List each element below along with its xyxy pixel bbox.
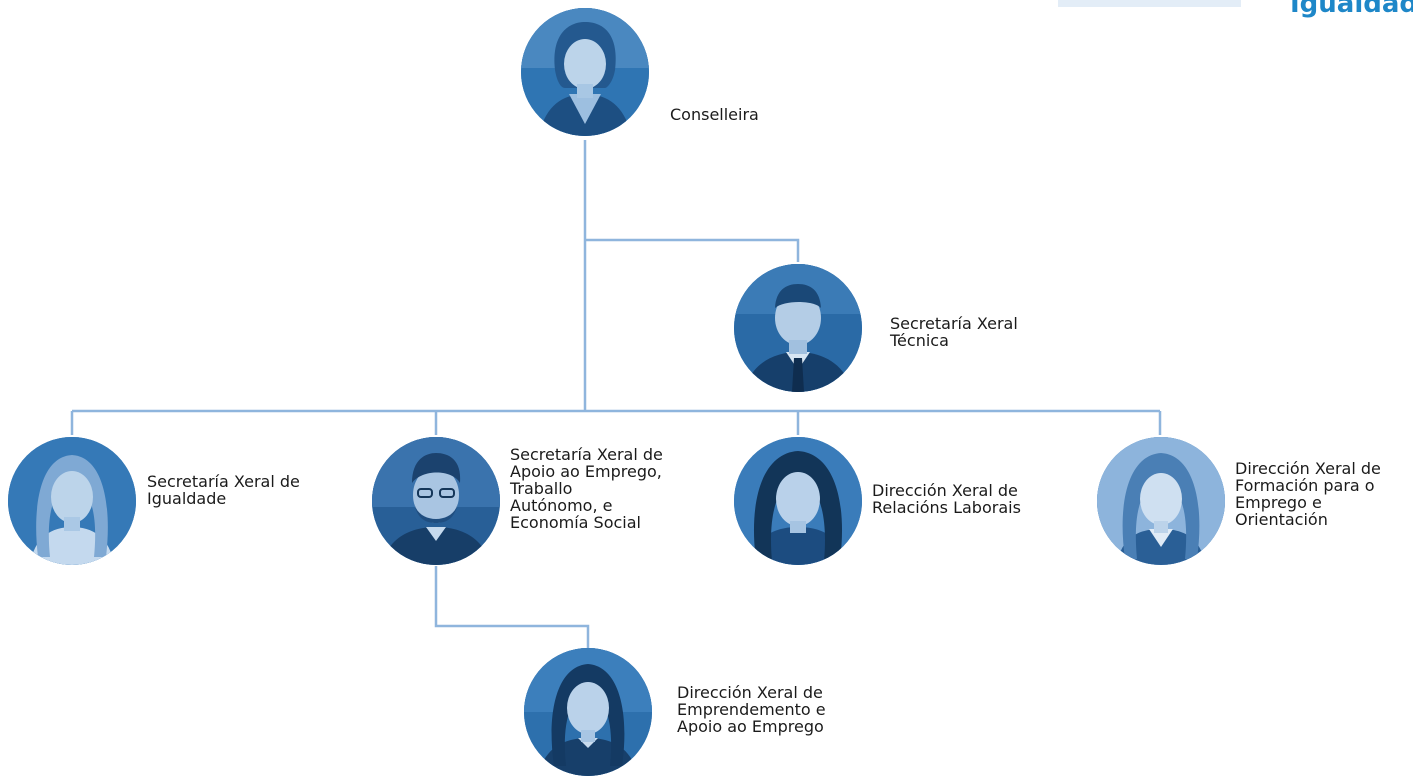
igualdade-photo [8,437,136,565]
formacion-photo [1097,437,1225,565]
conselleira-photo [521,8,649,136]
secretaria-tecnica-label: Secretaría Xeral Técnica [890,314,1018,350]
formacion-label: Dirección Xeral de Formación para o Empr… [1235,459,1381,529]
relacions-laborais-photo [734,437,862,565]
apoio-emprego-label: Secretaría Xeral de Apoio ao Emprego, Tr… [510,445,663,532]
header-cropped-title: Igualdade [1290,0,1413,19]
secretaria-tecnica-photo [734,264,862,392]
conselleira-label: Conselleira [670,105,759,124]
igualdade-label: Secretaría Xeral de Igualdade [147,472,300,508]
emprendemento-photo [524,648,652,776]
relacions-laborais-label: Dirección Xeral de Relacións Laborais [872,481,1021,517]
header-tab [1058,0,1241,7]
connector-secretaria-tecnica [585,238,800,262]
apoio-emprego-photo [372,437,500,565]
emprendemento-label: Dirección Xeral de Emprendemento e Apoio… [677,683,826,736]
connector-emprendemento [434,566,590,648]
